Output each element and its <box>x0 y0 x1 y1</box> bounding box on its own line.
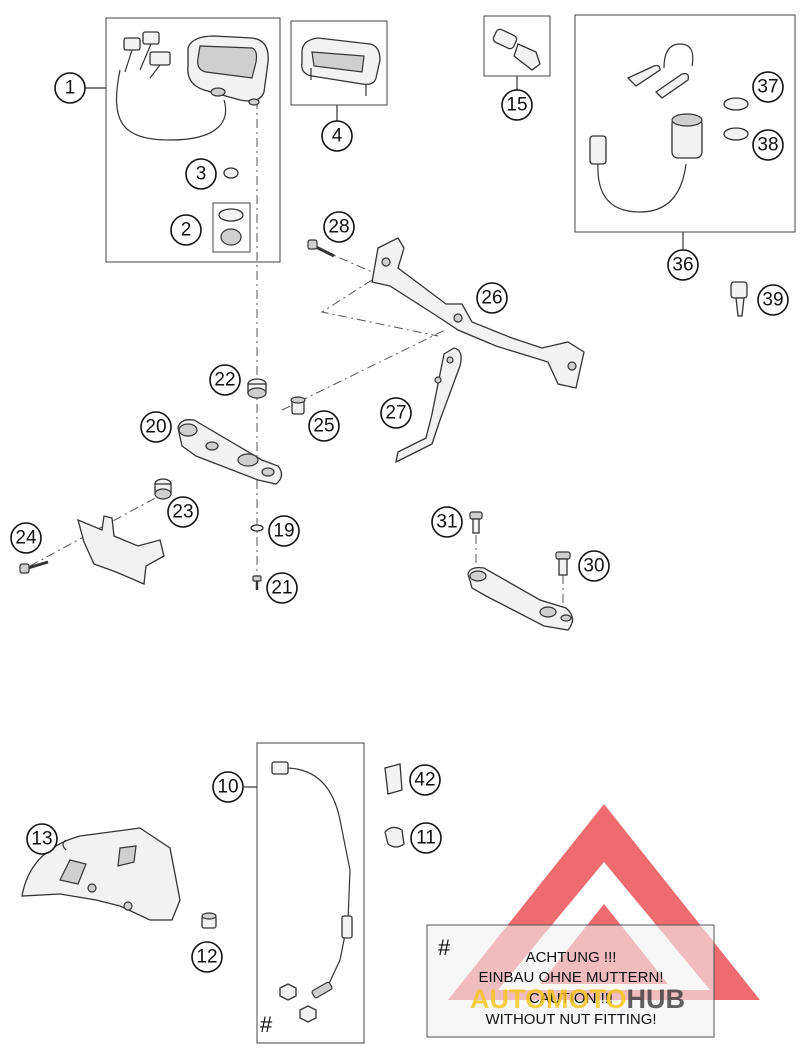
nut-marker: # <box>260 1012 273 1037</box>
spacer-sleeve <box>290 396 306 415</box>
callout-13: 13 <box>26 823 58 855</box>
callout-27: 27 <box>380 397 412 429</box>
note-line-1: ACHTUNG !!! <box>526 949 617 966</box>
bracket-arm <box>395 347 462 464</box>
svg-text:4: 4 <box>332 126 343 147</box>
note-hash: # <box>438 935 451 960</box>
svg-text:42: 42 <box>414 770 435 791</box>
bolt-28 <box>307 239 335 258</box>
svg-text:13: 13 <box>31 829 52 850</box>
svg-text:3: 3 <box>196 164 207 185</box>
sensor-cable <box>271 761 353 999</box>
watermark-text-auto: AUTOMOTOHUB <box>470 984 685 1014</box>
callout-2: 2 <box>170 214 202 246</box>
speedo-cover-box <box>290 20 388 106</box>
svg-text:30: 30 <box>583 556 604 577</box>
callout-38: 38 <box>752 129 784 161</box>
rubber-bush <box>154 478 172 500</box>
callout-31: 31 <box>431 506 463 538</box>
mounting-plate <box>77 515 165 585</box>
screw-21 <box>252 575 262 590</box>
svg-text:15: 15 <box>506 95 527 116</box>
svg-text:36: 36 <box>672 255 693 276</box>
callout-36: 36 <box>667 249 699 281</box>
callout-4: 4 <box>321 120 353 152</box>
sensor-cable-box <box>256 742 365 1044</box>
callout-42: 42 <box>409 764 441 796</box>
note-line-4: WITHOUT NUT FITTING! <box>485 1011 656 1028</box>
callout-19: 19 <box>268 515 300 547</box>
callout-23: 23 <box>167 496 199 528</box>
cable-nuts <box>279 983 317 1023</box>
callout-21: 21 <box>266 572 298 604</box>
svg-text:28: 28 <box>328 217 349 238</box>
svg-text:27: 27 <box>385 403 406 424</box>
callout-12: 12 <box>191 941 223 973</box>
speedo-cover <box>301 37 381 96</box>
svg-text:10: 10 <box>217 777 238 798</box>
lock-cylinder <box>492 28 541 71</box>
svg-text:31: 31 <box>436 512 457 533</box>
note-line-2: EINBAU OHNE MUTTERN! <box>478 969 663 986</box>
callout-1: 1 <box>54 72 86 104</box>
svg-text:20: 20 <box>145 417 166 438</box>
callout-22: 22 <box>209 364 241 396</box>
instrument-holder <box>177 419 283 485</box>
main-bracket <box>371 237 585 389</box>
callout-37: 37 <box>752 71 784 103</box>
cable-holder <box>384 826 405 848</box>
svg-text:38: 38 <box>757 135 778 156</box>
cable-clip <box>384 763 403 795</box>
assembly-axes <box>29 100 564 610</box>
ignition-key <box>730 281 748 317</box>
seal-ring-lower <box>723 127 749 141</box>
svg-text:25: 25 <box>313 416 334 437</box>
svg-text:21: 21 <box>271 578 292 599</box>
rubber-grommet <box>247 378 267 399</box>
svg-text:12: 12 <box>196 947 217 968</box>
callout-3: 3 <box>185 158 217 190</box>
note-line-3: CAUTION !!! <box>529 990 613 1007</box>
cap-assembly <box>212 202 251 253</box>
svg-text:37: 37 <box>757 77 778 98</box>
callout-20: 20 <box>140 411 172 443</box>
svg-text:11: 11 <box>416 828 436 849</box>
pulse-disc <box>21 827 181 921</box>
callout-15: 15 <box>501 89 533 121</box>
callout-25: 25 <box>308 410 340 442</box>
callout-39: 39 <box>757 284 789 316</box>
speedometer-kit-box <box>105 17 281 263</box>
callout-30: 30 <box>578 550 610 582</box>
caution-note: # ACHTUNG !!! EINBAU OHNE MUTTERN! CAUTI… <box>426 924 715 1038</box>
svg-text:23: 23 <box>172 502 193 523</box>
callout-24: 24 <box>10 522 42 554</box>
svg-text:2: 2 <box>181 220 192 241</box>
o-ring <box>223 167 239 179</box>
bolt-31 <box>469 511 483 534</box>
ignition-switch <box>589 43 703 213</box>
sleeve-12 <box>201 912 217 929</box>
washer <box>250 524 264 532</box>
leader-lines <box>85 76 684 788</box>
lower-holder <box>467 566 574 631</box>
callout-10: 10 <box>212 771 244 803</box>
svg-text:24: 24 <box>15 528 37 549</box>
ignition-lock-box <box>574 14 796 233</box>
svg-text:19: 19 <box>273 521 294 542</box>
callout-28: 28 <box>323 211 355 243</box>
watermark-wordmark: AUTOMOTOHUB <box>470 984 685 1014</box>
seal-ring-upper <box>723 97 749 111</box>
svg-text:1: 1 <box>65 78 76 99</box>
svg-text:22: 22 <box>214 370 235 391</box>
callout-26: 26 <box>476 282 508 314</box>
speedometer-unit <box>115 31 269 141</box>
svg-text:39: 39 <box>762 290 783 311</box>
bolt-30 <box>555 551 571 576</box>
bolt-24 <box>19 560 49 574</box>
svg-text:26: 26 <box>481 288 502 309</box>
callout-11: 11 <box>410 822 442 854</box>
